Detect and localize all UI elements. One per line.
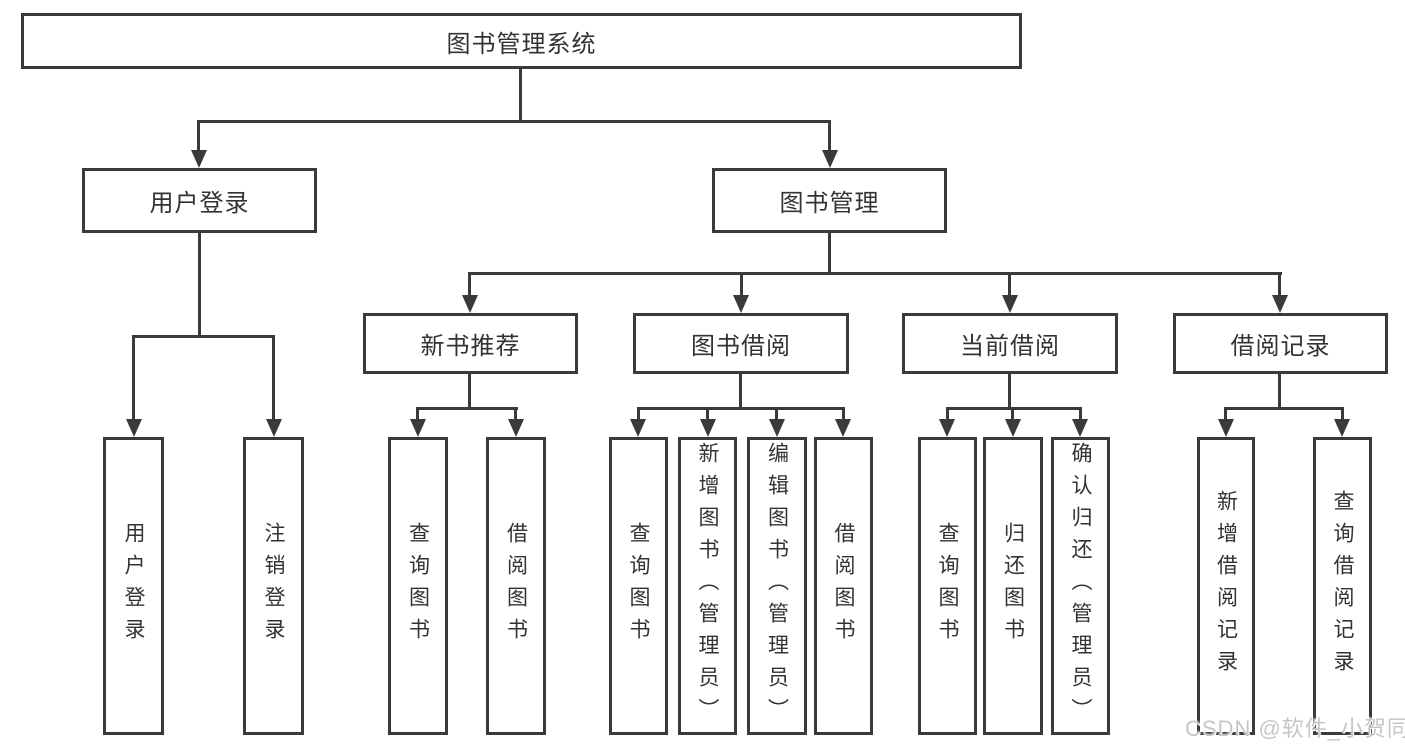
arrow-down-icon: [733, 295, 749, 313]
connector-line: [514, 407, 517, 421]
connector-line: [198, 233, 201, 338]
leaf-confirm-return-admin: 确认归还（管理员）: [1051, 437, 1110, 735]
arrow-down-icon: [462, 295, 478, 313]
leaf-return-books: 归还图书: [983, 437, 1043, 735]
arrow-down-icon: [1072, 419, 1088, 437]
connector-line: [740, 272, 743, 297]
connector-line: [468, 272, 471, 297]
leaf-label: 新增借阅记录: [1214, 490, 1238, 682]
node-user-login: 用户登录: [82, 168, 317, 233]
csdn-watermark: CSDN @软件_小贺同学: [1185, 716, 1405, 741]
arrow-down-icon: [700, 419, 716, 437]
connector-line: [1278, 374, 1281, 410]
connector-line: [1008, 374, 1011, 410]
connector-line: [828, 120, 831, 154]
connector-line: [468, 272, 1282, 275]
leaf-query-books-borrowing: 查询图书: [609, 437, 668, 735]
connector-line: [1011, 407, 1014, 421]
arrow-down-icon: [1218, 419, 1234, 437]
arrow-down-icon: [410, 419, 426, 437]
node-book-management: 图书管理: [712, 168, 947, 233]
leaf-label: 确认归还（管理员）: [1069, 442, 1092, 730]
leaf-label: 查询图书: [936, 522, 959, 650]
connector-line: [637, 407, 845, 410]
connector-line: [132, 335, 275, 338]
leaf-label: 借阅图书: [832, 522, 855, 650]
leaf-label: 编辑图书（管理员）: [765, 442, 789, 730]
node-root: 图书管理系统: [21, 13, 1022, 69]
leaf-user-login: 用户登录: [103, 437, 164, 735]
node-new-book-recommendation: 新书推荐: [363, 313, 578, 374]
leaf-label: 新增图书（管理员）: [696, 442, 719, 730]
arrow-down-icon: [630, 419, 646, 437]
connector-line: [1008, 272, 1011, 297]
arrow-down-icon: [1334, 419, 1350, 437]
connector-line: [1278, 272, 1281, 297]
leaf-label: 查询图书: [406, 522, 430, 650]
leaf-label: 注销登录: [262, 522, 285, 650]
connector-line: [739, 374, 742, 410]
leaf-label: 用户登录: [122, 522, 145, 650]
connector-line: [519, 69, 522, 121]
leaf-add-borrow-record: 新增借阅记录: [1197, 437, 1255, 735]
connector-line: [132, 335, 135, 421]
connector-line: [706, 407, 709, 421]
leaf-label: 借阅图书: [504, 522, 528, 650]
arrow-down-icon: [508, 419, 524, 437]
leaf-label: 归还图书: [1001, 522, 1025, 650]
connector-line: [775, 407, 778, 421]
arrow-down-icon: [939, 419, 955, 437]
leaf-query-borrow-record: 查询借阅记录: [1313, 437, 1372, 735]
node-current-borrowing: 当前借阅: [902, 313, 1118, 374]
connector-line: [828, 233, 831, 275]
arrow-down-icon: [191, 150, 207, 168]
node-borrowing-records: 借阅记录: [1173, 313, 1388, 374]
leaf-borrow-books-recommend: 借阅图书: [486, 437, 546, 735]
leaf-query-books-recommend: 查询图书: [388, 437, 448, 735]
arrow-down-icon: [835, 419, 851, 437]
connector-line: [1224, 407, 1344, 410]
connector-line: [1079, 407, 1082, 421]
connector-line: [842, 407, 845, 421]
connector-line: [197, 120, 200, 154]
leaf-add-books-admin: 新增图书（管理员）: [678, 437, 737, 735]
leaf-edit-books-admin: 编辑图书（管理员）: [747, 437, 807, 735]
node-book-borrowing: 图书借阅: [633, 313, 849, 374]
leaf-logout: 注销登录: [243, 437, 304, 735]
connector-line: [637, 407, 640, 421]
leaf-label: 查询图书: [627, 522, 650, 650]
leaf-borrow-books-borrowing: 借阅图书: [814, 437, 873, 735]
connector-line: [197, 120, 831, 123]
connector-line: [272, 335, 275, 421]
arrow-down-icon: [1272, 295, 1288, 313]
connector-line: [416, 407, 419, 421]
connector-line: [946, 407, 1082, 410]
connector-line: [946, 407, 949, 421]
leaf-query-books-current: 查询图书: [918, 437, 977, 735]
arrow-down-icon: [126, 419, 142, 437]
connector-line: [468, 374, 471, 410]
leaf-label: 查询借阅记录: [1331, 490, 1354, 682]
connector-line: [416, 407, 518, 410]
arrow-down-icon: [822, 150, 838, 168]
arrow-down-icon: [1005, 419, 1021, 437]
arrow-down-icon: [1002, 295, 1018, 313]
connector-line: [1341, 407, 1344, 421]
arrow-down-icon: [769, 419, 785, 437]
arrow-down-icon: [266, 419, 282, 437]
connector-line: [1224, 407, 1227, 421]
